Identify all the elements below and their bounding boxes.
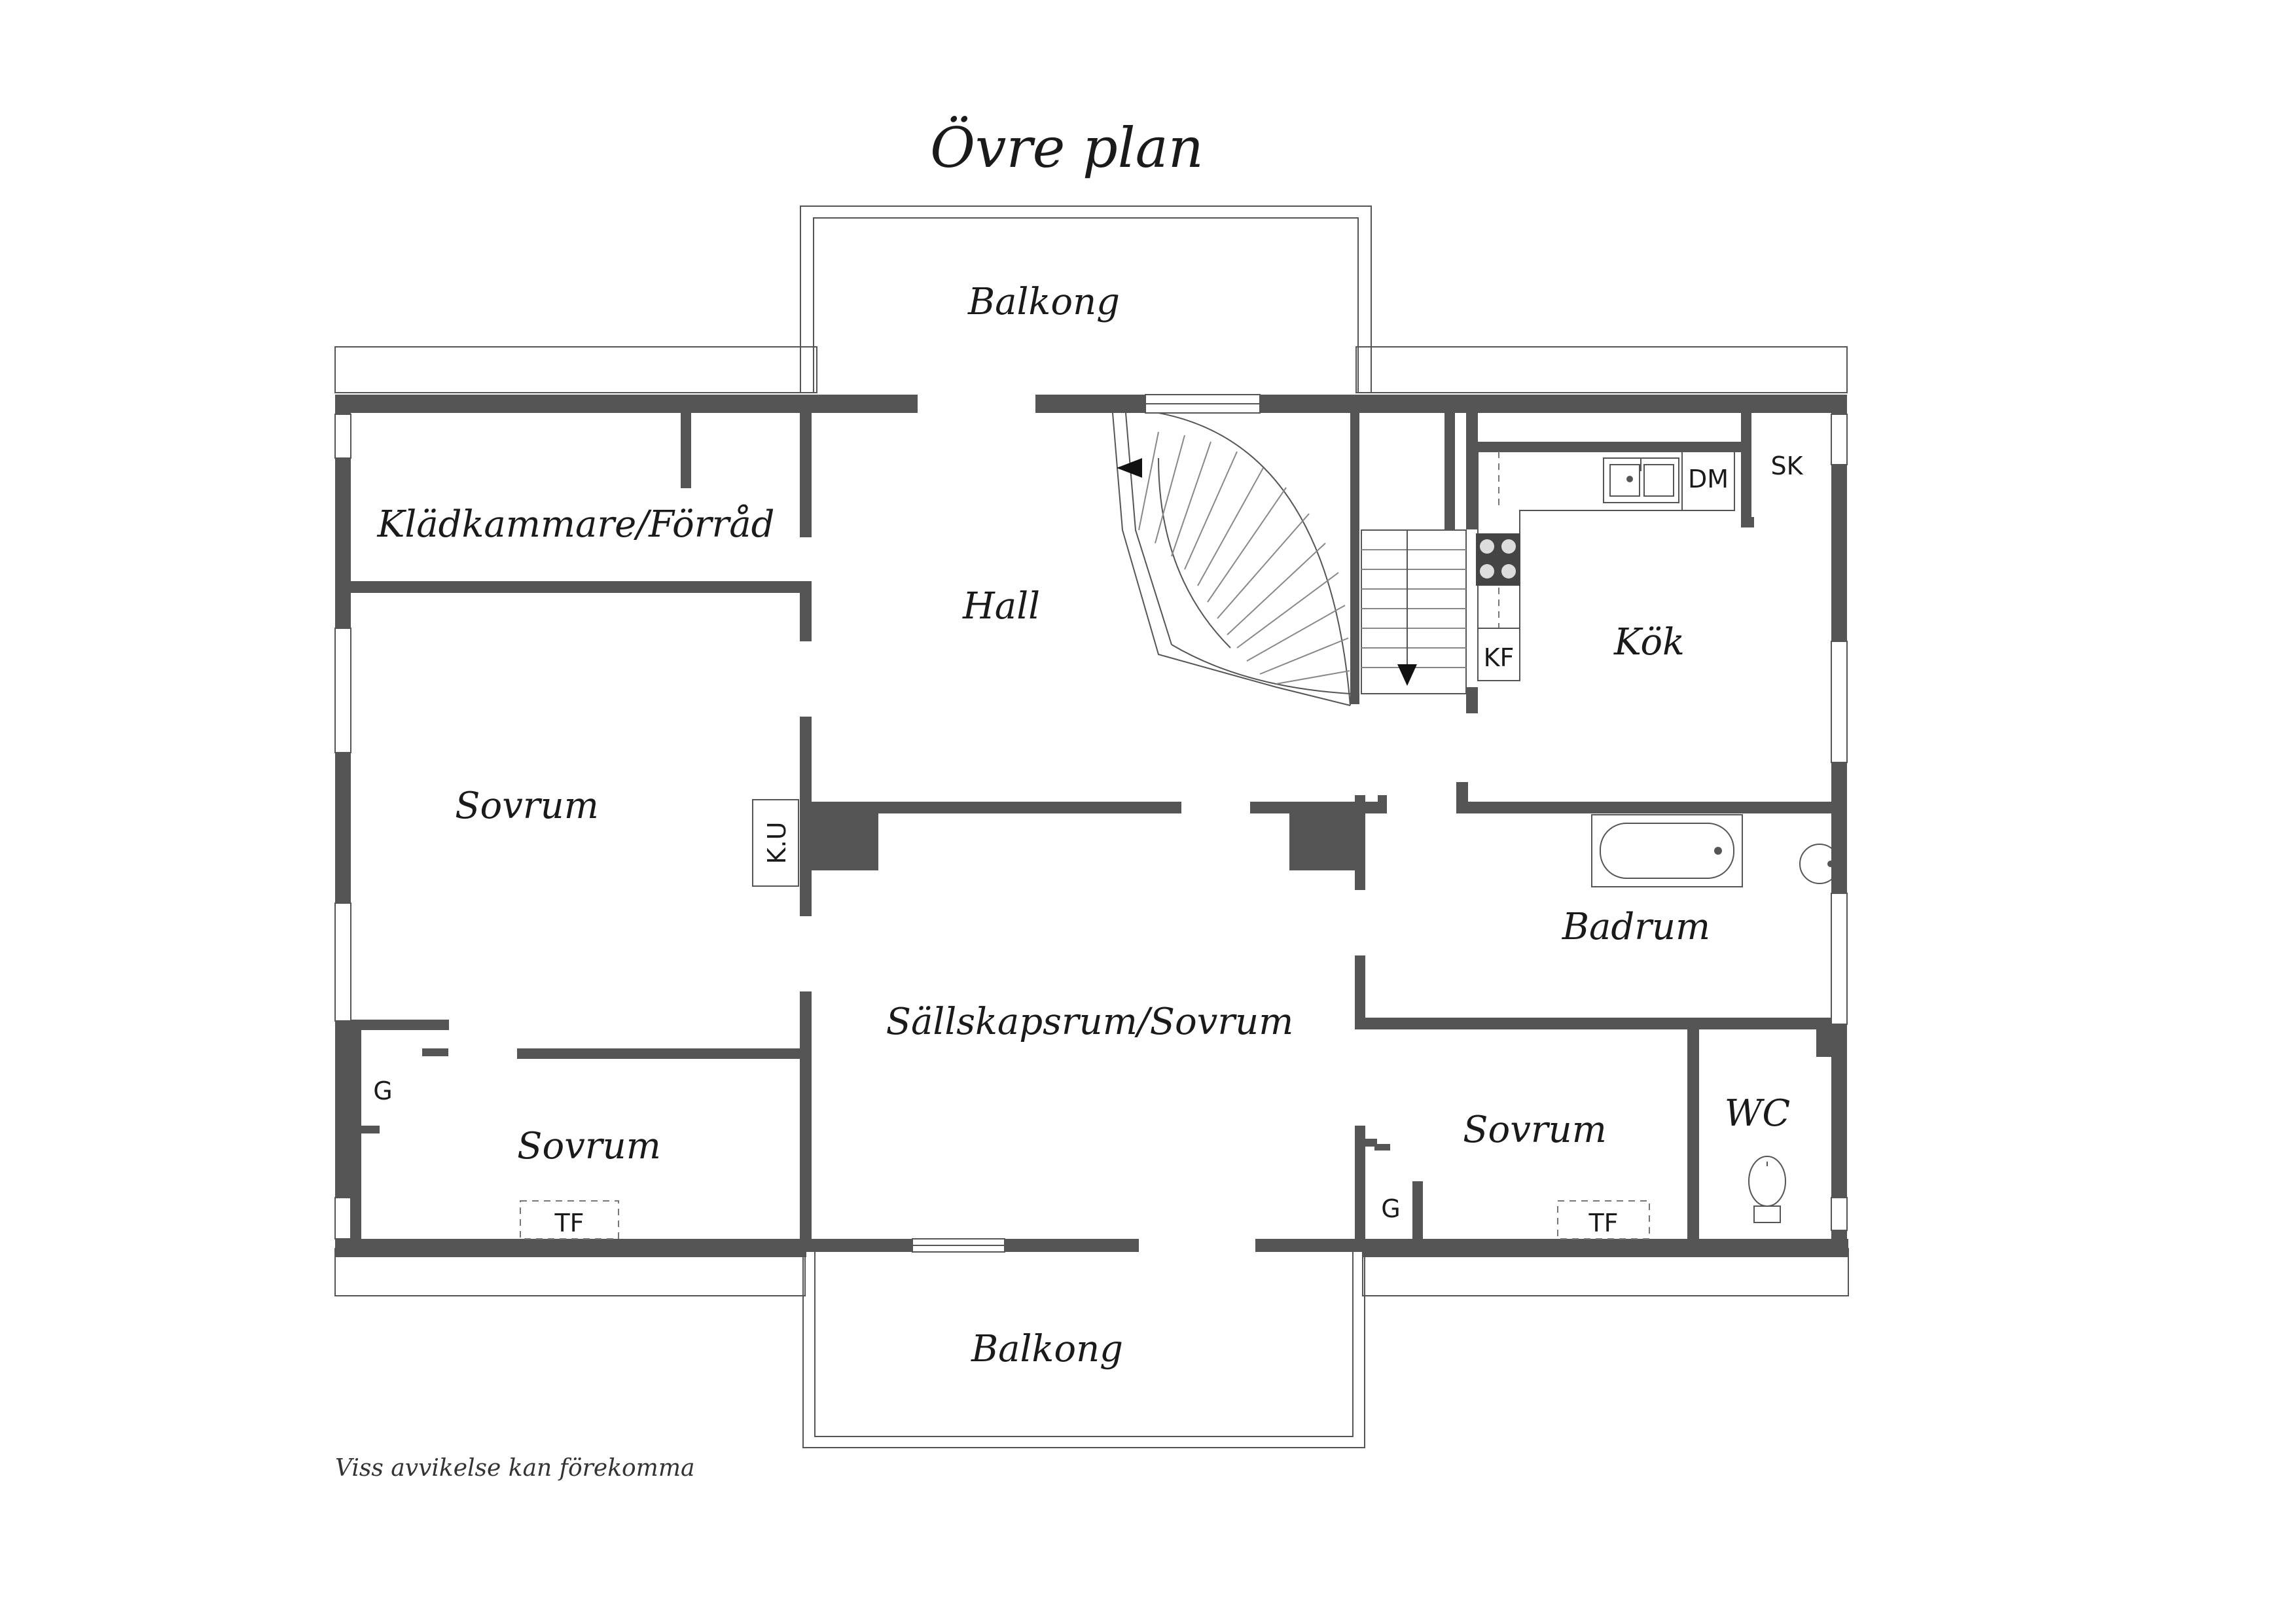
room-label-kok: Kök [1613,621,1685,664]
ku-box [752,799,799,887]
balcony-bottom-outline [802,1247,1365,1448]
eave-top [334,346,1848,393]
room-label-sovrum-bottom-left: Sovrum [517,1125,661,1168]
room-label-sovrum-left: Sovrum [455,785,599,827]
plan-title: Övre plan [930,116,1204,180]
toilet-icon [1748,1156,1786,1223]
fixture-label-ku: K.U [762,822,791,865]
room-label-balkong-top: Balkong [967,281,1120,323]
bathroom-fittings [1591,814,1843,1223]
fixture-label-tf-right: TF [1588,1209,1618,1238]
room-label-kladkammare: Klädkammare/Förråd [377,503,775,546]
fixture-label-tf-left: TF [554,1209,584,1238]
room-label-sovrum-bottom-right: Sovrum [1463,1109,1607,1151]
room-label-sallskapsrum: Sällskapsrum/Sovrum [886,1001,1294,1043]
interior-walls [351,413,1839,1239]
room-label-hall: Hall [962,585,1040,628]
balcony-top-outline [800,205,1372,393]
bathtub-icon [1591,814,1743,887]
tf-box-right [1557,1200,1650,1240]
room-label-balkong-bottom: Balkong [971,1328,1123,1370]
straight-staircase [1361,529,1467,694]
arrow-down-icon [1397,664,1417,686]
fixture-label-sk: SK [1770,452,1803,480]
room-label-wc: WC [1725,1092,1790,1135]
fixture-label-g-right: G [1381,1194,1400,1223]
disclaimer-note: Viss avvikelse kan förekomma [335,1455,694,1482]
fixture-label-kf: KF [1484,643,1515,672]
room-label-badrum: Badrum [1562,906,1710,948]
exterior-walls [335,395,1848,1257]
arrow-up-left-icon [1117,458,1142,478]
washbasin-icon [1799,840,1843,887]
spiral-staircase [1112,412,1351,706]
sink-icon [1603,457,1679,503]
stove-icon [1476,533,1520,586]
fixture-label-g-left: G [373,1077,392,1105]
fixture-label-dm: DM [1688,465,1729,493]
tf-box-left [520,1200,619,1240]
windows [334,394,1848,1253]
garderob-markers [361,1126,1390,1150]
kitchen-fittings [1476,452,1735,681]
